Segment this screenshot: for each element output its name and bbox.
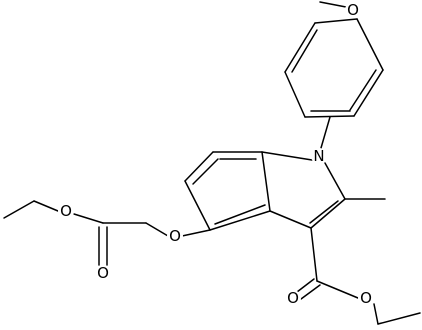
o-ch2-bond [145,222,169,237]
ethyl-ch3-bond [3,200,35,219]
c7-c6-inner-bond [192,158,219,185]
c3a-c7a-bond [261,151,271,212]
oalkyl-ch2-bond [33,200,59,212]
ester-left-alkoxy-oxygen-label: O [60,202,72,220]
aryl-n-bond [320,116,331,149]
atom-ester-left-alkoxy-oxygen: O [58,202,74,220]
ether-oxygen-label: O [169,227,181,245]
atom-ester-left-carbonyl-oxygen: O [95,264,111,282]
aryl-ring-bond-4 [284,71,306,118]
aryl-ring-bond-2 [353,69,384,117]
c7-c6-bond [184,151,214,182]
ester-co-double-bond-a [296,278,315,293]
methoxy-oxygen-label: O [347,1,359,19]
aryl-ring-inner-bond-2 [291,29,318,73]
atom-ether-oxygen: O [167,227,183,245]
ester-ch2-ch3-bond [377,312,421,325]
n-c2-bond [324,162,346,200]
ester-o-ch2-bond [373,303,379,325]
methoxy-methyl-bond [319,1,347,8]
c3-ester-carbon-bond [310,227,318,282]
indole-nitrogen-label: N [313,147,324,165]
atom-ester-right-alkoxy-oxygen: O [358,289,374,307]
aryl-ring-inner-bond-1 [349,69,377,111]
c6-c5-bond [184,180,211,231]
carbonyl-oalkyl-bond [73,213,104,224]
atom-indole-nitrogen: N [311,147,327,165]
aryl-ring-bond-5 [284,22,316,73]
ester-right-carbonyl-oxygen-label: O [287,289,299,307]
atom-ester-right-carbonyl-oxygen: O [285,289,301,307]
c5-o-bond [181,229,211,237]
ester-left-carbonyl-oxygen-label: O [97,264,109,282]
aryl-ring-bond-6 [314,18,358,24]
ester-right-alkoxy-oxygen-label: O [360,289,372,307]
c2-c3-inner-bond [309,200,339,224]
ester-co-double-bond-b [300,284,321,300]
c5-c4-inner-bond [214,204,266,225]
c5-c4-bond [209,210,271,231]
atom-label-layer: O N O O O O O [58,1,374,307]
n-c7a-bond [261,151,313,161]
c2-c3-bond [310,198,346,229]
atom-methoxy-oxygen: O [345,1,361,19]
aryl-ring-bond-1 [356,18,384,71]
bond-layer [3,1,421,325]
ester-c-o-bond [316,280,359,299]
c3-c3a-bond [269,210,312,229]
